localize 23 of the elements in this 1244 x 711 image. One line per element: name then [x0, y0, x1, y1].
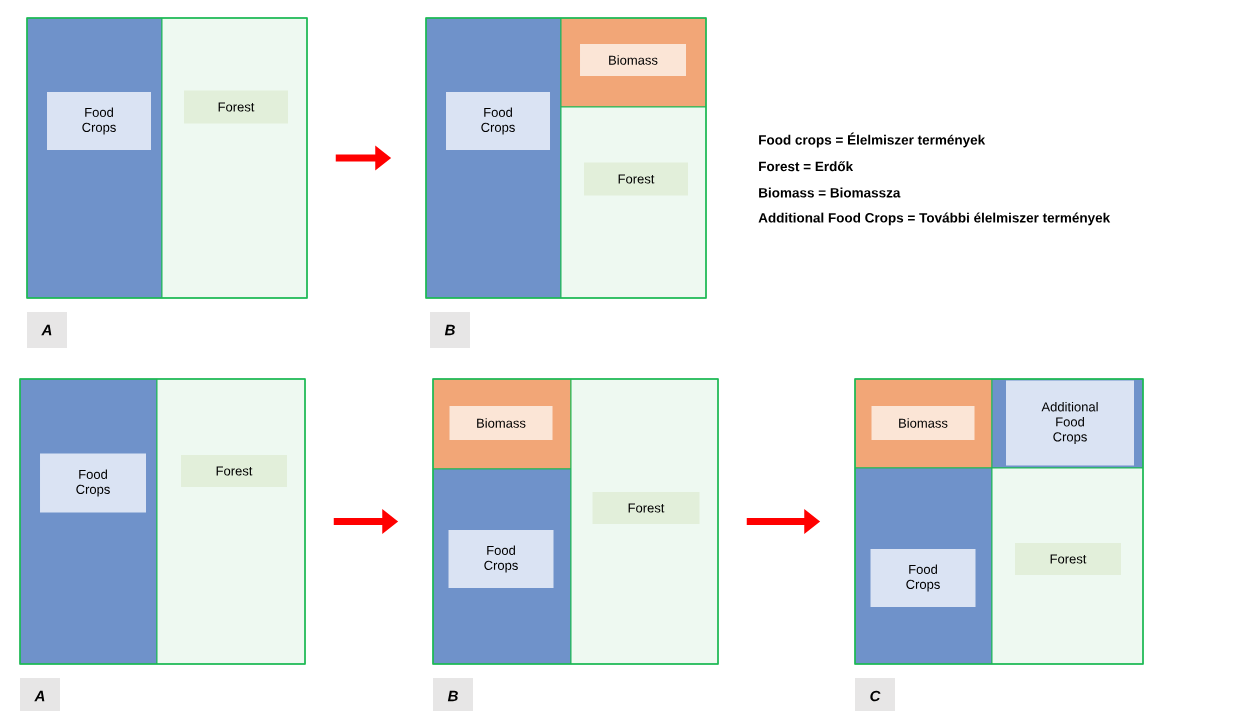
panel-letter: A [27, 312, 67, 348]
panel-letter: B [433, 678, 473, 711]
panel-letter: B [430, 312, 470, 348]
land-area: Food Crops [26, 17, 163, 299]
land-area: Forest [570, 378, 719, 665]
land-area: Forest [991, 467, 1144, 665]
land-area: Forest [156, 378, 306, 665]
land-area: Biomass [432, 378, 572, 470]
land-area: Forest [560, 106, 707, 299]
land-area: Forest [161, 17, 308, 299]
land-area: Food Crops [425, 17, 562, 299]
land-area: Food Crops [432, 468, 572, 665]
land-area: Additional Food Crops [991, 378, 1144, 469]
translation-note: Biomass = Biomassza [759, 187, 901, 198]
panel-letter: C [855, 678, 895, 711]
translation-note: Food crops = Élelmiszer termények [759, 132, 986, 148]
land-area: Biomass [560, 17, 707, 108]
land-area: Biomass [854, 378, 993, 469]
panel-letter: A [20, 678, 60, 711]
translation-note: Forest = Erdők [759, 161, 854, 172]
land-area: Food Crops [19, 378, 158, 665]
land-area: Food Crops [854, 467, 993, 665]
translation-note: Additional Food Crops = További élelmiszer termények [758, 212, 1111, 226]
